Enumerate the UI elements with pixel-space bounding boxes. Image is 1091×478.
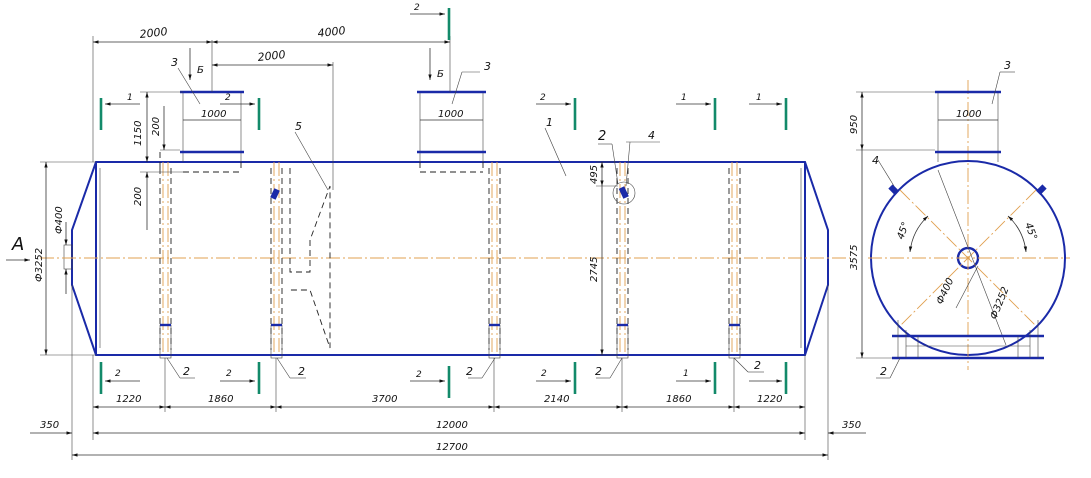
dim-12700: 12700 (436, 442, 468, 453)
mid-dimensions: 495 2745 (589, 161, 620, 356)
dim-200-top: 200 (151, 117, 162, 136)
dim-1860-right: 1860 (666, 394, 691, 405)
callout-5: 5 (295, 120, 302, 133)
dim-2745: 2745 (589, 257, 600, 282)
support-label-5: 2 (754, 359, 761, 372)
bottom-dimensions: 1220 1860 3700 2140 1860 1220 350 12000 … (30, 285, 866, 460)
mark-2-bottom-a: 2 (226, 369, 232, 379)
saddle-supports (159, 323, 741, 359)
mark-2-bottom-b: 2 (416, 370, 422, 380)
nozzle-dia-middle: 1000 (438, 109, 463, 120)
manhole-nozzle-middle (417, 90, 486, 173)
fitting-left (270, 188, 280, 200)
nozzle-dia-left: 1000 (201, 109, 226, 120)
callout-3-middle: 3 (484, 60, 491, 73)
side-support-label: 2 (880, 365, 887, 378)
dim-dia-400: Ф400 (54, 206, 65, 234)
view-b-label-1: Б (197, 65, 204, 76)
callout-1: 1 (546, 116, 553, 129)
side-nozzle-dia: 1000 (956, 109, 981, 120)
dim-350-left: 350 (40, 420, 59, 431)
side-support-frame (892, 320, 1044, 360)
front-view (40, 90, 850, 359)
dim-1220-right: 1220 (757, 394, 782, 405)
drain-nozzle (63, 244, 73, 270)
side-dia-400: Ф400 (935, 277, 957, 307)
view-b-label-2: Б (437, 69, 444, 80)
dim-1220-left: 1220 (116, 394, 141, 405)
top-dimensions: 2000 4000 2000 Б Б 1000 1000 (92, 24, 483, 190)
dim-1860-left: 1860 (208, 394, 233, 405)
dim-2140: 2140 (544, 394, 569, 405)
dim-3700: 3700 (372, 394, 397, 405)
side-dim-950: 950 (849, 115, 860, 134)
dim-350-right: 350 (842, 420, 861, 431)
mark-2-top-b: 2 (414, 3, 420, 13)
mark-2-bottom-c: 2 (541, 369, 547, 379)
callouts: 3 3 5 1 2 4 (171, 56, 660, 191)
dim-dia-3252: Ф3252 (34, 248, 45, 282)
side-angle-45-right: 45° (1022, 221, 1038, 241)
stiffener-rings (159, 162, 741, 355)
view-a-label: A (11, 234, 24, 255)
side-dia-3252: Ф3252 (989, 285, 1012, 321)
callout-3-left: 3 (171, 56, 178, 69)
mark-1-top-left: 1 (127, 93, 133, 103)
dim-495: 495 (589, 165, 600, 184)
support-label-2: 2 (298, 365, 305, 378)
mark-2-top-d: 1 (681, 93, 687, 103)
internal-baffle (289, 168, 331, 349)
mark-1-bottom-left: 2 (115, 369, 121, 379)
support-label-4: 2 (595, 365, 602, 378)
mark-2-top-c: 2 (540, 93, 546, 103)
left-dimensions: 1150 200 200 Ф3252 Ф400 A (6, 91, 183, 356)
fitting-right (618, 186, 629, 199)
dim-2000-b: 2000 (257, 48, 286, 64)
mark-2-top-a: 2 (225, 93, 231, 103)
callout-4-side: 4 (872, 154, 879, 167)
callout-3-side: 3 (1004, 59, 1011, 72)
section-marks: 1 2 2 2 1 1 2 2 2 2 1 (99, 3, 788, 398)
support-label-3: 2 (466, 365, 473, 378)
dim-12000: 12000 (436, 420, 468, 431)
mark-2-bottom-d: 1 (683, 369, 689, 379)
side-dim-3575: 3575 (849, 245, 860, 270)
dim-2000-a: 2000 (139, 25, 168, 41)
dim-200-bottom: 200 (133, 187, 144, 206)
support-label-1: 2 (183, 365, 190, 378)
callout-4-front: 4 (648, 129, 655, 142)
dim-4000: 4000 (317, 24, 346, 40)
tank-shell (71, 161, 829, 356)
callout-detail-2: 2 (598, 129, 606, 144)
dim-1150: 1150 (133, 121, 144, 146)
detail-circle (612, 181, 636, 205)
side-view: 1000 3 4 Ф400 Ф3252 45° 45° 2 (849, 59, 1070, 379)
support-callouts: 2 2 2 2 2 (166, 357, 764, 379)
mark-1-top-right: 1 (756, 93, 762, 103)
side-angle-45-left: 45° (895, 221, 911, 241)
